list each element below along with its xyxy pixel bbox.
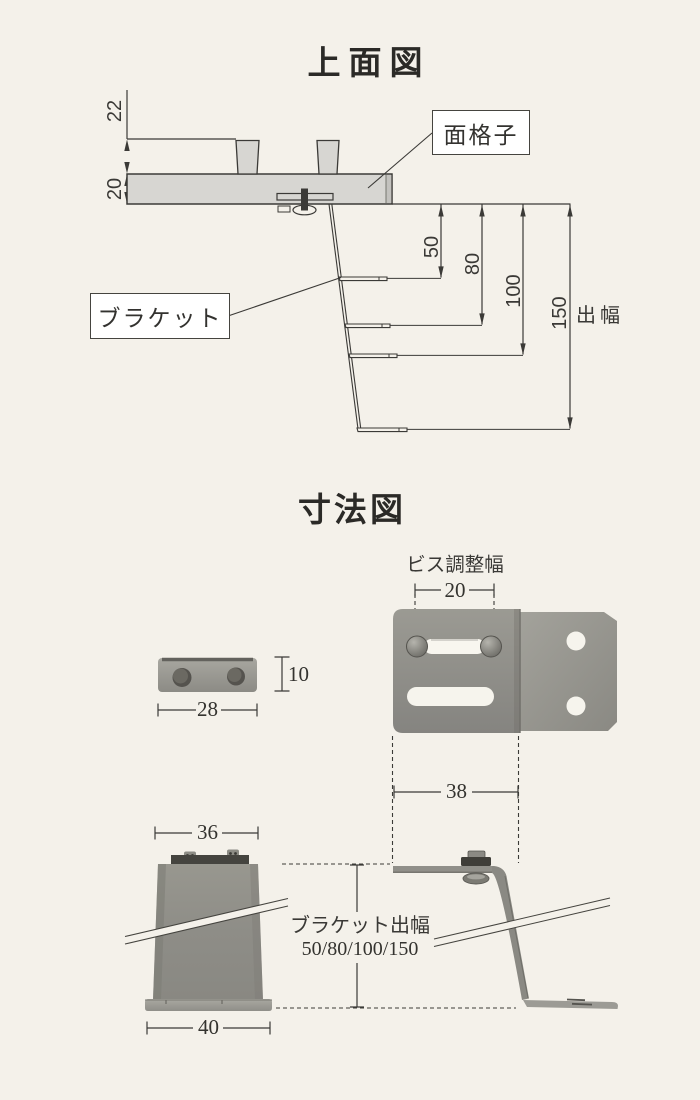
bracket-profile bbox=[328, 203, 408, 433]
bracket-depth-label: ブラケット出幅 bbox=[290, 915, 430, 937]
bracket-side-photo bbox=[393, 850, 618, 1009]
top-view-drawing bbox=[124, 90, 573, 433]
left-dimension-lines bbox=[126, 90, 236, 140]
dimension-view-drawing bbox=[124, 583, 618, 1035]
screw-clamp bbox=[276, 188, 334, 216]
depth-dimension-lines bbox=[387, 203, 571, 430]
dim-22: 22 bbox=[104, 99, 126, 123]
dim-depth-150: 150 bbox=[549, 296, 571, 330]
l-bracket-photo bbox=[393, 609, 617, 733]
screw-adjust-label: ビス調整幅 bbox=[406, 554, 504, 576]
dim-base-width-40: 40 bbox=[198, 1015, 219, 1039]
grille-bar-tooth bbox=[235, 139, 260, 175]
dim-depth-80: 80 bbox=[462, 252, 484, 276]
bracket-label: ブラケット bbox=[97, 305, 223, 331]
plate-photo bbox=[158, 657, 257, 692]
dim-depth-100: 100 bbox=[503, 274, 525, 308]
top-view-title: 上面図 bbox=[307, 44, 431, 81]
dim-body-top-36: 36 bbox=[197, 820, 218, 844]
base-width-dimension bbox=[146, 1021, 271, 1035]
dim-depth-50: 50 bbox=[421, 235, 443, 259]
grille-bar bbox=[126, 139, 393, 205]
plate-dimensions bbox=[157, 656, 290, 717]
wall-offset-dimension bbox=[391, 736, 520, 863]
bracket-leader-line bbox=[227, 276, 342, 317]
bracket-front-photo bbox=[124, 849, 289, 1011]
dim-plate-height-10: 10 bbox=[288, 662, 309, 686]
body-top-dimension bbox=[154, 826, 259, 840]
depth-dimension-arrows bbox=[438, 205, 573, 429]
dim-screw-adjust-20: 20 bbox=[444, 578, 466, 602]
dim-20-bar: 20 bbox=[104, 177, 126, 201]
bracket-depth-values: 50/80/100/150 bbox=[301, 938, 419, 960]
dim-wall-offset-38: 38 bbox=[446, 779, 467, 803]
grille-label: 面格子 bbox=[443, 121, 519, 148]
grille-bar-tooth bbox=[316, 139, 340, 175]
grille-leader-line bbox=[367, 132, 433, 189]
bracket-label-box: ブラケット bbox=[90, 293, 230, 339]
bracket-depth-dimension bbox=[276, 863, 516, 1009]
dim-plate-width-28: 28 bbox=[197, 697, 218, 721]
depth-label: 出幅 bbox=[576, 305, 624, 327]
grille-label-box: 面格子 bbox=[432, 110, 530, 155]
dimension-view-title: 寸法図 bbox=[298, 491, 406, 528]
